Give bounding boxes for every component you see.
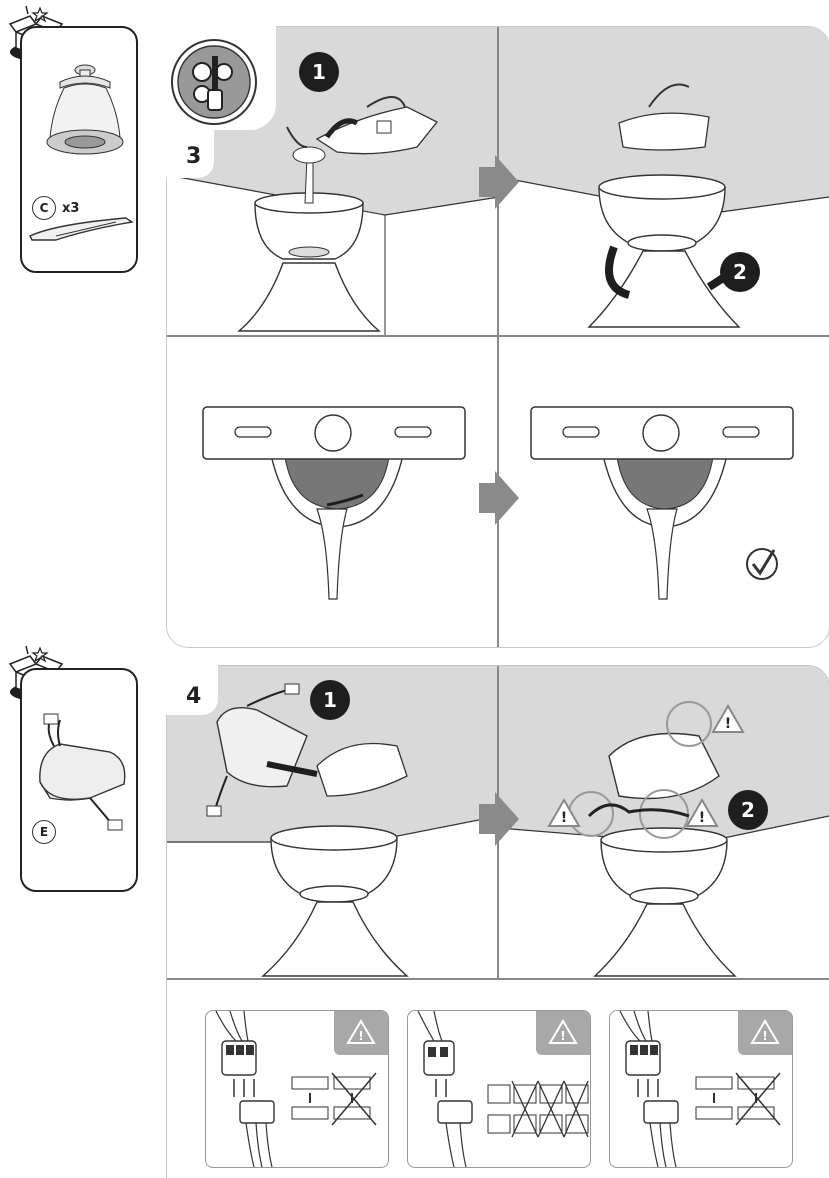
svg-text:!: !: [358, 1029, 363, 1043]
warning-icon: !: [750, 1019, 780, 1044]
step3-divider-horizontal: [167, 335, 829, 337]
checkmark-icon: [746, 548, 778, 580]
led-module-part-illustration: [39, 713, 126, 831]
fan-motor-part-illustration: [46, 64, 124, 155]
step3-panel: [166, 26, 829, 648]
warning-tab-3: [738, 1011, 792, 1055]
svg-text:!: !: [561, 810, 567, 826]
step4-ceiling-left: [167, 666, 499, 977]
step3-arrow-bottom: [479, 471, 519, 525]
connector-match-illustration-2: [417, 1011, 589, 1167]
svg-text:!: !: [762, 1029, 767, 1043]
part-e-circle: E: [32, 820, 56, 844]
warning-tab-1: [334, 1011, 388, 1055]
step3-ceiling-top-right: [499, 27, 829, 328]
blade-part-illustration: [29, 217, 134, 241]
step4-panel: ! ! ! !: [166, 665, 829, 1178]
step3-number-tab: [166, 130, 214, 178]
connector-match-illustration-3: [619, 1011, 781, 1167]
svg-text:!: !: [725, 716, 731, 732]
step3-number: 3: [186, 144, 202, 169]
connector-match-illustration-1: [215, 1011, 377, 1167]
warning-icon: !: [548, 1019, 578, 1044]
step3-badge-1: 1: [299, 52, 339, 92]
connector-card-2: !: [407, 1010, 591, 1168]
step4-divider-horizontal: [167, 978, 829, 980]
warning-icon: !: [547, 798, 581, 827]
step3-bracket-after: [530, 406, 794, 600]
step4-number-tab: [166, 665, 218, 715]
step3-divider-vertical: [497, 27, 499, 647]
part-c-label: C x3: [32, 196, 79, 220]
connector-card-1: !: [205, 1010, 389, 1168]
warning-tab-2: [536, 1011, 590, 1055]
step3-badge-2: 2: [720, 252, 760, 292]
warning-icon: !: [685, 798, 719, 827]
warning-icon: !: [346, 1019, 376, 1044]
part-e-label: E: [32, 820, 56, 844]
step4-badge-2: 2: [728, 790, 768, 830]
svg-text:!: !: [560, 1029, 565, 1043]
part-c-circle: C: [32, 196, 56, 220]
step3-bracket-before: [202, 406, 466, 600]
step4-arrow: [479, 792, 519, 846]
step3-arrow-top: [479, 155, 519, 209]
warning-icon: !: [711, 704, 745, 733]
svg-text:!: !: [699, 810, 705, 826]
part-c-quantity: x3: [62, 200, 80, 216]
step4-badge-1: 1: [310, 680, 350, 720]
step4-number: 4: [186, 684, 202, 709]
connector-card-3: !: [609, 1010, 793, 1168]
tools-icon: [171, 39, 257, 125]
